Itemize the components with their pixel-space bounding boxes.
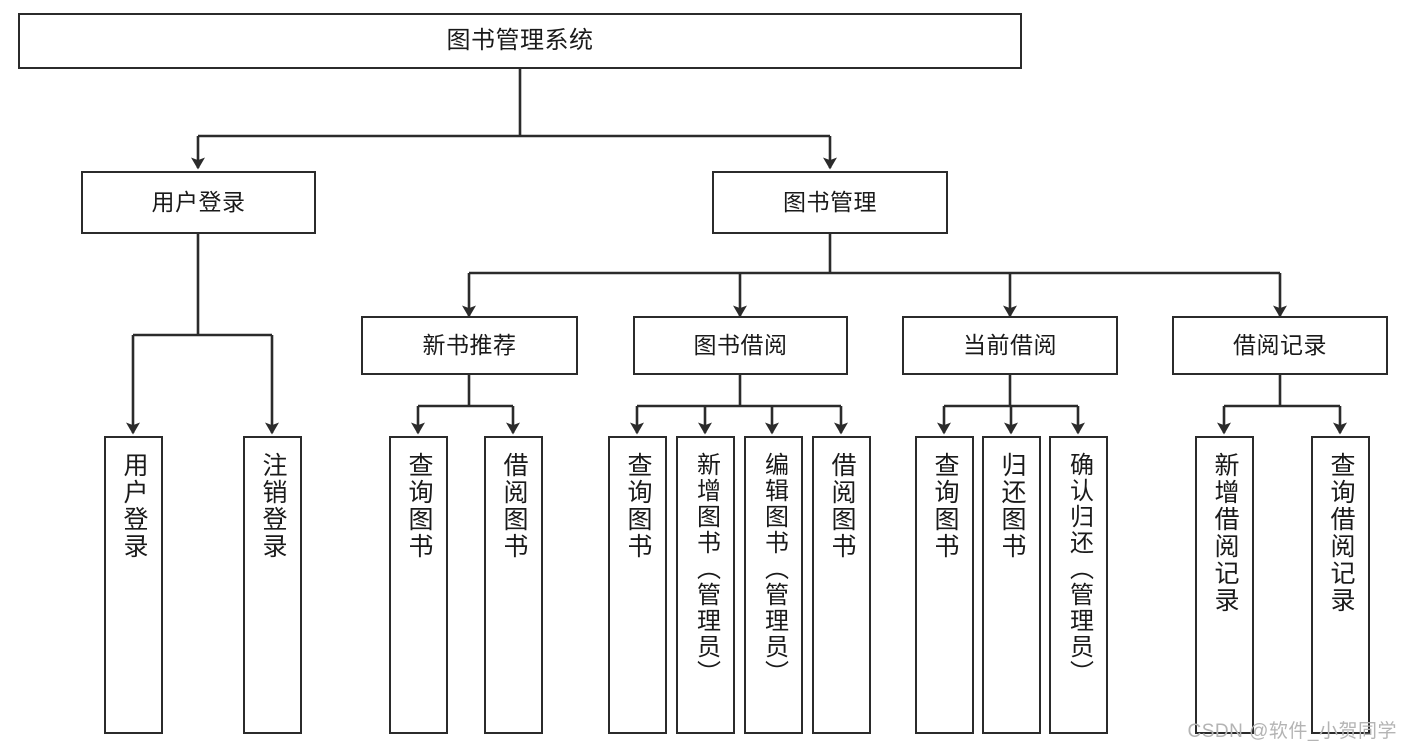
csdn-watermark: CSDN @软件_小贺同学: [1187, 721, 1397, 742]
leaf-book-borrow-edit-label: 编辑图书（管理员）: [760, 452, 788, 686]
node-current-borrow[interactable]: 当前借阅: [902, 316, 1118, 375]
leaf-current-borrow-query-label: 查询图书: [931, 452, 959, 560]
leaf-current-borrow-query[interactable]: 查询图书: [915, 436, 974, 734]
leaf-current-borrow-return-label: 归还图书: [998, 452, 1026, 560]
leaf-user-login-signin-label: 用户登录: [120, 452, 148, 560]
node-book-borrow-label: 图书借阅: [693, 331, 788, 358]
leaf-new-book-borrow-label: 借阅图书: [500, 452, 528, 560]
leaf-borrow-record-add[interactable]: 新增借阅记录: [1195, 436, 1254, 734]
node-borrow-record[interactable]: 借阅记录: [1172, 316, 1388, 375]
leaf-book-borrow-query-label: 查询图书: [624, 452, 652, 560]
leaf-book-borrow-add-label: 新增图书（管理员）: [692, 452, 720, 686]
node-book-manage-label: 图书管理: [783, 188, 877, 215]
node-user-login-label: 用户登录: [151, 188, 246, 215]
leaf-new-book-query-label: 查询图书: [405, 452, 433, 560]
node-new-book-recommend-label: 新书推荐: [422, 331, 517, 358]
node-current-borrow-label: 当前借阅: [963, 331, 1057, 358]
node-book-manage[interactable]: 图书管理: [712, 171, 948, 234]
leaf-user-login-signin[interactable]: 用户登录: [104, 436, 163, 734]
node-root-label: 图书管理系统: [446, 26, 594, 54]
leaf-current-borrow-confirm-label: 确认归还（管理员）: [1065, 452, 1093, 686]
leaf-current-borrow-confirm[interactable]: 确认归还（管理员）: [1049, 436, 1108, 734]
leaf-current-borrow-return[interactable]: 归还图书: [982, 436, 1041, 734]
leaf-book-borrow-borrow-label: 借阅图书: [828, 452, 856, 560]
node-book-borrow[interactable]: 图书借阅: [633, 316, 848, 375]
node-user-login[interactable]: 用户登录: [81, 171, 316, 234]
leaf-book-borrow-edit[interactable]: 编辑图书（管理员）: [744, 436, 803, 734]
leaf-user-login-signout-label: 注销登录: [259, 452, 287, 560]
leaf-book-borrow-add[interactable]: 新增图书（管理员）: [676, 436, 735, 734]
leaf-new-book-query[interactable]: 查询图书: [389, 436, 448, 734]
leaf-book-borrow-borrow[interactable]: 借阅图书: [812, 436, 871, 734]
leaf-borrow-record-query-label: 查询借阅记录: [1327, 452, 1355, 614]
leaf-new-book-borrow[interactable]: 借阅图书: [484, 436, 543, 734]
leaf-book-borrow-query[interactable]: 查询图书: [608, 436, 667, 734]
node-borrow-record-label: 借阅记录: [1233, 331, 1327, 358]
leaf-user-login-signout[interactable]: 注销登录: [243, 436, 302, 734]
node-root[interactable]: 图书管理系统: [18, 13, 1022, 69]
node-new-book-recommend[interactable]: 新书推荐: [361, 316, 578, 375]
leaf-borrow-record-query[interactable]: 查询借阅记录: [1311, 436, 1370, 734]
leaf-borrow-record-add-label: 新增借阅记录: [1211, 452, 1239, 614]
